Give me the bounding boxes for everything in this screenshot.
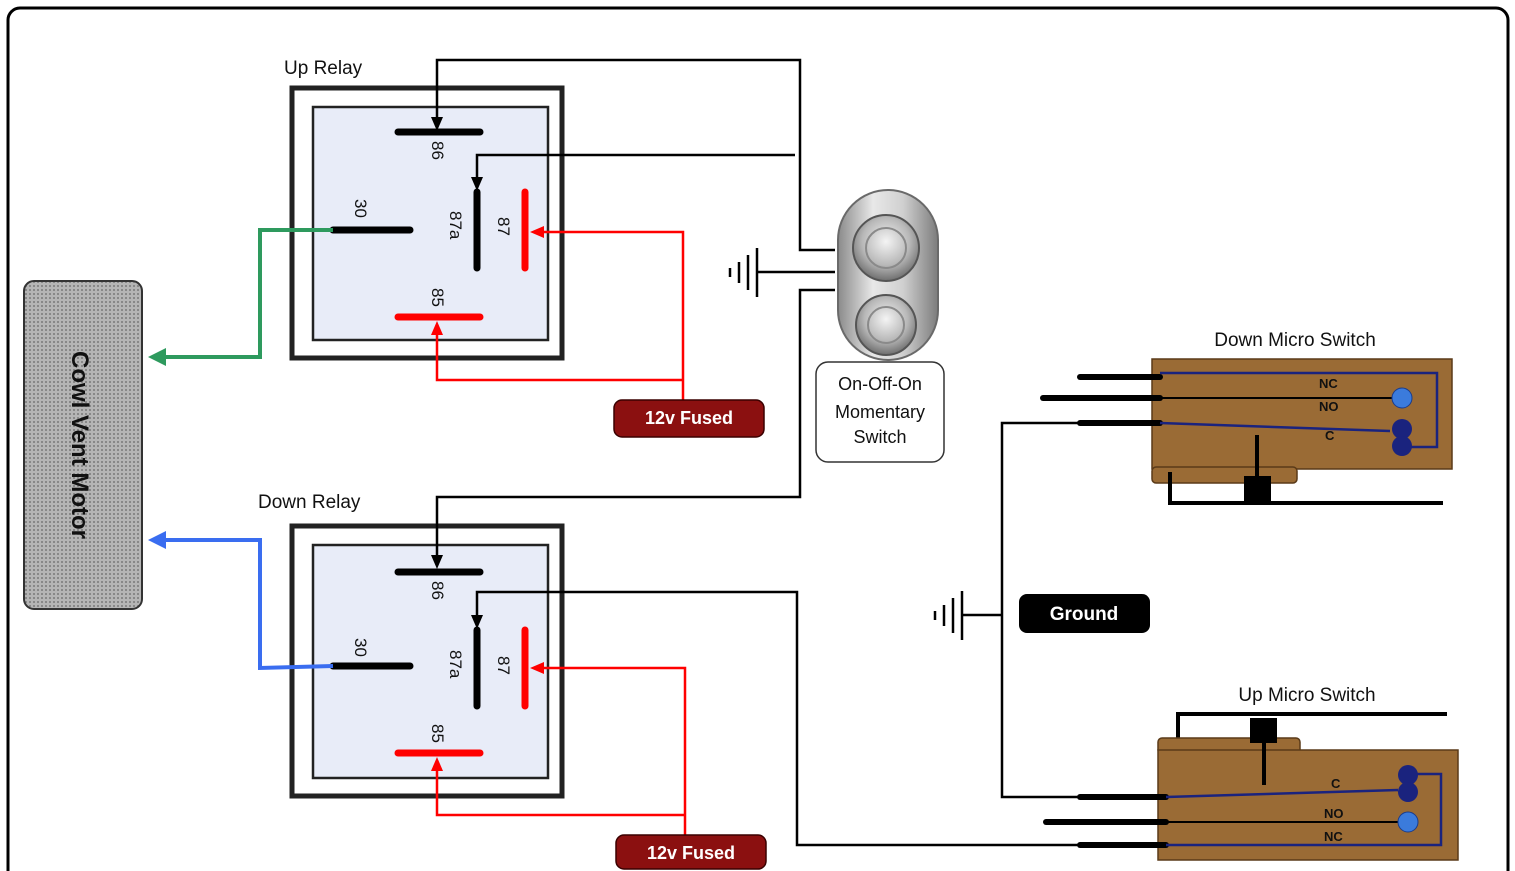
switch-lower-button	[855, 294, 917, 356]
up-micro-contact-no	[1397, 811, 1419, 833]
momentary-switch: On-Off-On Momentary Switch	[815, 189, 945, 463]
motor-wire-up	[148, 228, 333, 366]
down-relay: Down Relay 86 30 87a 87 85	[258, 492, 565, 799]
fused-wire-top	[431, 226, 685, 400]
up-relay: Up Relay 86 30 87a 87 85	[284, 58, 565, 361]
up-micro-c: C	[1331, 776, 1341, 791]
down-relay-pin-85-label: 85	[428, 724, 447, 743]
up-relay-pin-86-label: 86	[428, 141, 447, 160]
control-arrows	[431, 117, 483, 629]
down-relay-label: Down Relay	[258, 492, 361, 513]
ground-symbol-switch	[728, 248, 759, 297]
up-relay-label: Up Relay	[284, 58, 363, 79]
up-micro-nc: NC	[1324, 829, 1343, 844]
up-micro-switch-label: Up Micro Switch	[1238, 685, 1375, 706]
up-relay-pin-87-label: 87	[494, 217, 513, 236]
momentary-switch-line2: Momentary	[835, 402, 925, 422]
up-relay-pin-85-label: 85	[428, 288, 447, 307]
momentary-switch-line1: On-Off-On	[838, 374, 922, 394]
control-wires	[435, 58, 1080, 847]
up-micro-switch: Up Micro Switch C NO NC	[1043, 685, 1459, 861]
fuse-badge-top-label: 12v Fused	[645, 408, 733, 428]
fuse-badge-bottom-label: 12v Fused	[647, 843, 735, 863]
up-relay-pin-30-label: 30	[351, 199, 370, 218]
down-micro-c: C	[1325, 428, 1335, 443]
down-micro-switch: Down Micro Switch NC NO C	[1040, 330, 1453, 505]
down-micro-nc: NC	[1319, 376, 1338, 391]
down-relay-pin-87-label: 87	[494, 656, 513, 675]
ground-symbol-bus	[933, 591, 964, 640]
momentary-switch-line3: Switch	[853, 427, 906, 447]
up-micro-no: NO	[1324, 806, 1344, 821]
ground-badge-label: Ground	[1050, 604, 1119, 625]
fused-wire-bottom	[431, 662, 687, 838]
down-micro-switch-label: Down Micro Switch	[1214, 330, 1376, 351]
down-micro-no: NO	[1319, 399, 1339, 414]
ground-badge: Ground	[1019, 594, 1150, 633]
down-micro-contact-no	[1391, 387, 1413, 409]
fuse-badge-top: 12v Fused	[613, 399, 765, 438]
down-relay-pin-86-label: 86	[428, 581, 447, 600]
fuse-badge-bottom: 12v Fused	[615, 834, 767, 870]
cowl-vent-motor: Cowl Vent Motor	[23, 280, 143, 610]
motor-wire-down	[148, 531, 334, 671]
switch-upper-button	[852, 214, 920, 282]
down-relay-pin-87a-label: 87a	[446, 650, 465, 679]
up-relay-pin-87a-label: 87a	[446, 211, 465, 240]
down-relay-pin-30-label: 30	[351, 638, 370, 657]
motor-label: Cowl Vent Motor	[66, 351, 93, 539]
